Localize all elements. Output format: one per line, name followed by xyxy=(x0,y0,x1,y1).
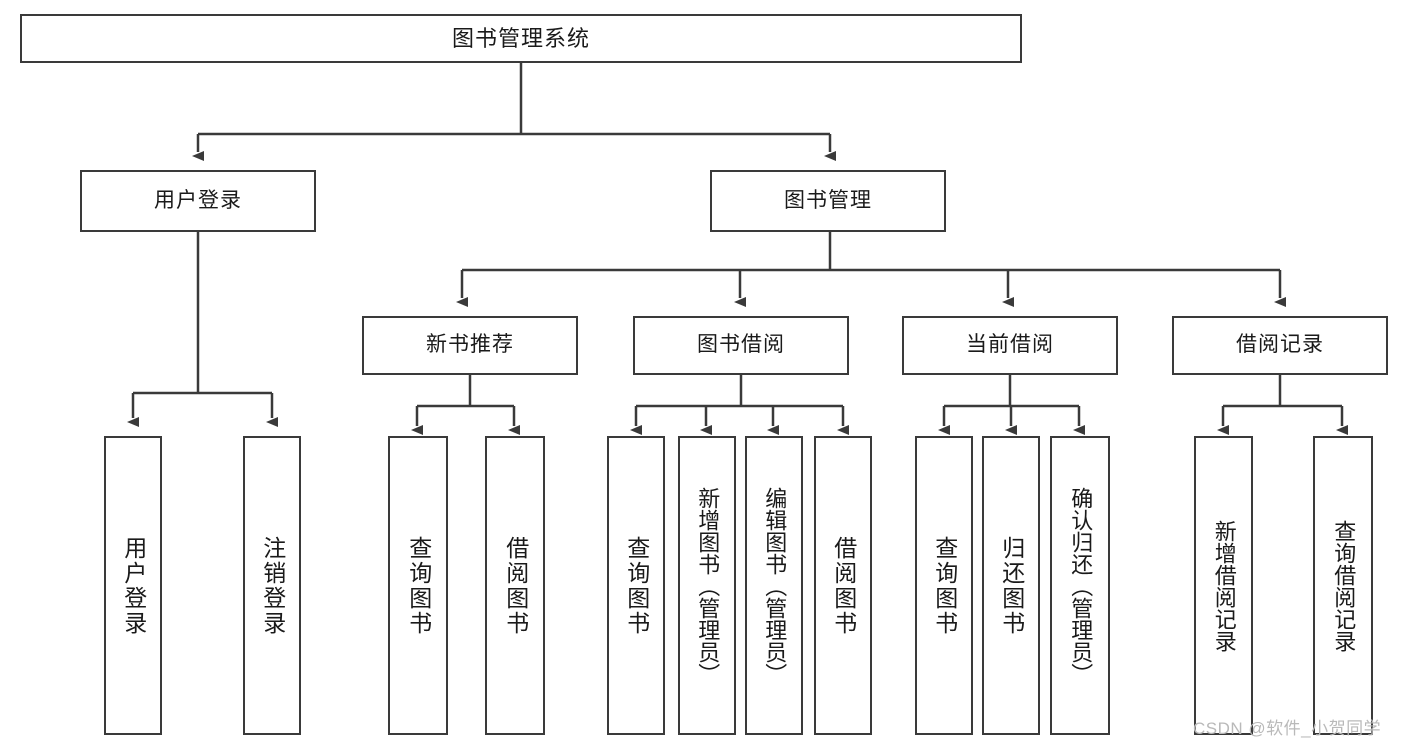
leaf-current-return-book[interactable]: 归还图书 xyxy=(982,436,1040,735)
leaf-newbook-query-book[interactable]: 查询图书 xyxy=(388,436,448,735)
leaf-record-add-record[interactable]: 新增借阅记录 xyxy=(1194,436,1253,735)
node-label: 编辑图书（管理员） xyxy=(762,486,788,685)
leaf-newbook-borrow-book[interactable]: 借阅图书 xyxy=(485,436,545,735)
node-book-borrow[interactable]: 图书借阅 xyxy=(633,316,849,375)
node-label: 查询图书 xyxy=(405,535,432,636)
node-book-management[interactable]: 图书管理 xyxy=(710,170,946,232)
leaf-record-query-record[interactable]: 查询借阅记录 xyxy=(1313,436,1373,735)
node-root-system[interactable]: 图书管理系统 xyxy=(20,14,1022,63)
node-label: 当前借阅 xyxy=(966,333,1054,357)
node-label: 图书管理系统 xyxy=(451,25,590,51)
leaf-current-confirm-return-admin[interactable]: 确认归还（管理员） xyxy=(1050,436,1110,735)
node-label: 借阅图书 xyxy=(830,535,857,636)
node-borrow-record[interactable]: 借阅记录 xyxy=(1172,316,1388,375)
node-label: 查询图书 xyxy=(931,535,958,636)
node-label: 归还图书 xyxy=(998,535,1025,636)
node-label: 用户登录 xyxy=(154,188,242,212)
node-label: 注销登录 xyxy=(259,535,286,636)
node-current-borrow[interactable]: 当前借阅 xyxy=(902,316,1118,375)
csdn-watermark: CSDN @软件_小贺同学 xyxy=(1193,719,1382,738)
leaf-user-login[interactable]: 用户登录 xyxy=(104,436,162,735)
node-label: 查询图书 xyxy=(623,535,650,636)
node-new-book-recommend[interactable]: 新书推荐 xyxy=(362,316,578,375)
leaf-logout[interactable]: 注销登录 xyxy=(243,436,301,735)
leaf-borrow-borrow-book[interactable]: 借阅图书 xyxy=(814,436,872,735)
node-label: 确认归还（管理员） xyxy=(1068,486,1094,685)
node-label: 图书管理 xyxy=(784,188,872,212)
node-user-login[interactable]: 用户登录 xyxy=(80,170,316,232)
leaf-borrow-query-book[interactable]: 查询图书 xyxy=(607,436,665,735)
node-label: 用户登录 xyxy=(120,535,147,636)
node-label: 新书推荐 xyxy=(426,333,514,357)
node-label: 借阅图书 xyxy=(502,535,529,636)
node-label: 图书借阅 xyxy=(697,333,785,357)
leaf-current-query-book[interactable]: 查询图书 xyxy=(915,436,973,735)
node-label: 借阅记录 xyxy=(1236,333,1324,357)
leaf-borrow-edit-book-admin[interactable]: 编辑图书（管理员） xyxy=(745,436,803,735)
node-label: 查询借阅记录 xyxy=(1331,519,1357,652)
node-label: 新增借阅记录 xyxy=(1211,519,1237,652)
node-label: 新增图书（管理员） xyxy=(695,486,721,685)
leaf-borrow-add-book-admin[interactable]: 新增图书（管理员） xyxy=(678,436,736,735)
